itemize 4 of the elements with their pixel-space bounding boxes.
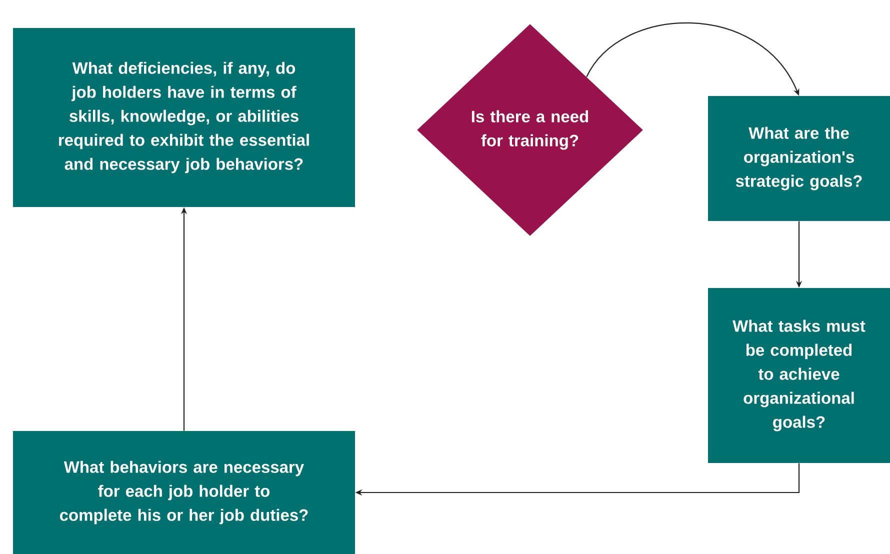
process-box: What are the organization's strategic goals?: [708, 96, 890, 221]
process-box: What deficiencies, if any, do job holders have in terms of skills, knowledge, or abilities required to exhibit the essential and necessary job behaviors?: [13, 28, 355, 207]
process-box: What behaviors are necessary for each job holder to complete his or her job duties?: [13, 431, 355, 554]
process-box: What tasks must be completed to achieve organizational goals?: [708, 288, 890, 463]
